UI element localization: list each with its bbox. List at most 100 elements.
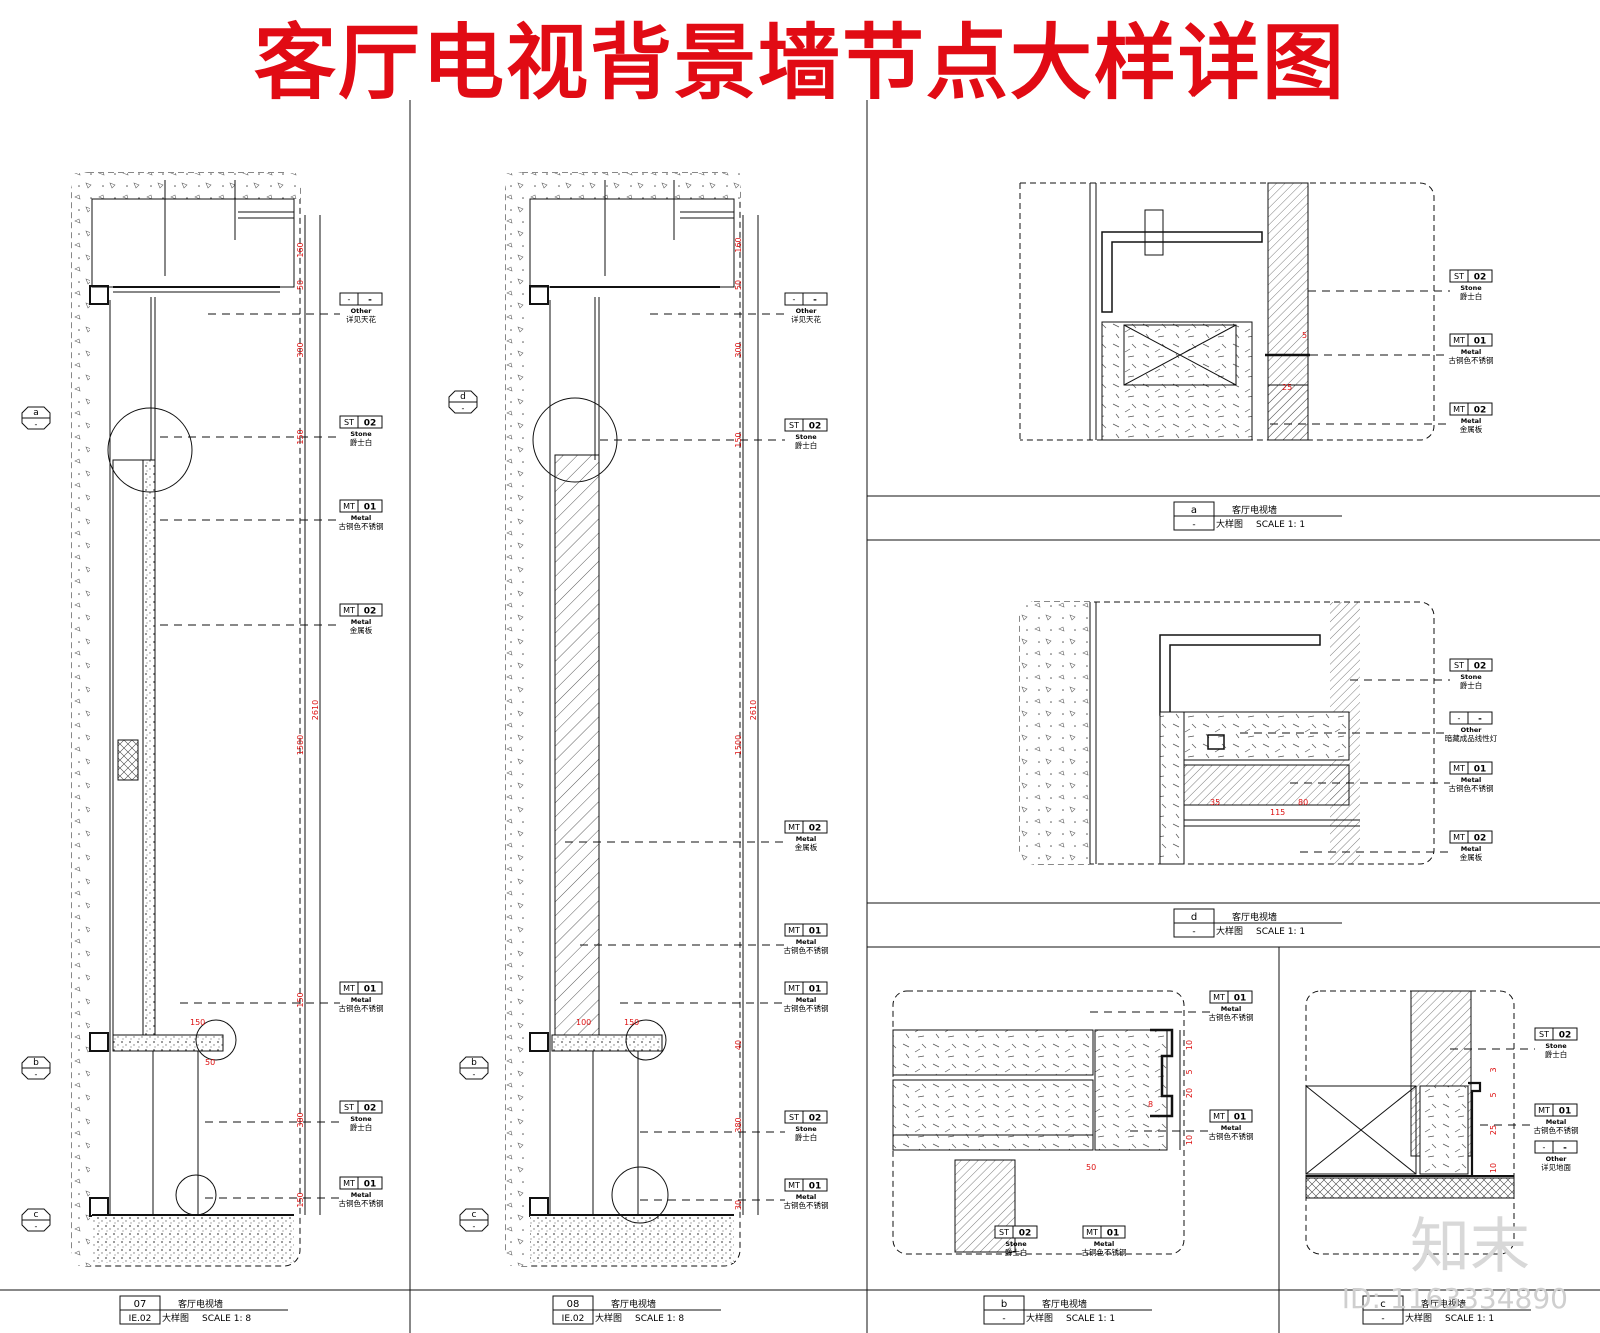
tag-code: MT xyxy=(1453,764,1465,773)
tag-name: 古铜色不锈钢 xyxy=(1082,1247,1127,1257)
dim-sec08-h100: 100 xyxy=(576,1018,591,1027)
tag-type: Metal xyxy=(1461,776,1482,784)
dim-sec07-4: 1500 xyxy=(296,735,305,755)
tag-name: 详见天花 xyxy=(346,314,376,324)
dim-sec07-total: 2610 xyxy=(311,700,320,720)
tag-name: 古铜色不锈钢 xyxy=(1449,355,1494,365)
tag-number: 02 xyxy=(364,419,377,429)
tag-type: Metal xyxy=(1461,348,1482,356)
tag-name: 爵士白 xyxy=(1460,291,1483,301)
tag-name: 古铜色不锈钢 xyxy=(1449,783,1494,793)
tag-code: MT xyxy=(343,1179,355,1188)
tag-code: MT xyxy=(1086,1228,1098,1237)
tag-number: 01 xyxy=(1107,1229,1120,1239)
tag-name: 古铜色不锈钢 xyxy=(339,521,384,531)
svg-text:-: - xyxy=(35,420,38,429)
svg-text:c: c xyxy=(34,1210,39,1220)
tag-type: Metal xyxy=(351,996,372,1004)
dim-det-d-1: 115 xyxy=(1270,808,1285,817)
section-callouts: a-b-c-d-b-c- xyxy=(21,390,489,1232)
detail-b xyxy=(892,990,1210,1255)
detail-id: b xyxy=(1001,1299,1007,1310)
dim-sec07-6: 380 xyxy=(296,1112,305,1127)
tag-code: MT xyxy=(343,502,355,511)
tag-number: 02 xyxy=(809,824,822,834)
tag-name: 古铜色不锈钢 xyxy=(784,945,829,955)
tag-code: ST xyxy=(999,1228,1009,1237)
tag-code: MT xyxy=(343,606,355,615)
tag-type: Stone xyxy=(350,1115,372,1123)
tag-number: - xyxy=(1478,715,1482,725)
tag-number: 01 xyxy=(809,927,822,937)
detail-scale: SCALE 1: 8 xyxy=(635,1314,684,1324)
detail-kind: 大样图 xyxy=(1216,925,1243,937)
dim-det-a-5: 5 xyxy=(1302,331,1307,340)
tag-code: ST xyxy=(344,418,354,427)
tag-number: 02 xyxy=(1019,1229,1032,1239)
tag-name: 金属板 xyxy=(1460,424,1483,434)
tag-type: Other xyxy=(1546,1155,1568,1163)
tag-code: MT xyxy=(788,1181,800,1190)
detail-name: 客厅电视墙 xyxy=(178,1298,223,1310)
tag-type: Stone xyxy=(795,1125,817,1133)
dim-detc-1: 5 xyxy=(1489,1092,1498,1097)
dim-detb-2: 20 xyxy=(1185,1088,1194,1098)
tag-type: Stone xyxy=(1460,673,1482,681)
tag-number: 01 xyxy=(364,1180,377,1190)
tag-name: 金属板 xyxy=(795,842,818,852)
detail-d xyxy=(1019,601,1450,865)
svg-text:-: - xyxy=(35,1070,38,1079)
dim-det-d-0: 35 xyxy=(1210,798,1220,807)
dim-sec08-h150: 150 xyxy=(624,1018,639,1027)
detail-scale: SCALE 1: 1 xyxy=(1256,520,1305,530)
tag-code: MT xyxy=(1453,405,1465,414)
dim-sec08-1: 50 xyxy=(734,280,743,290)
svg-text:-: - xyxy=(473,1222,476,1231)
tag-code: - xyxy=(1458,714,1461,723)
dim-det-b-8: 8 xyxy=(1148,1100,1153,1109)
detail-c xyxy=(1305,990,1535,1255)
dim-sec08-0: 160 xyxy=(734,237,743,252)
tag-name: 详见地面 xyxy=(1541,1162,1571,1172)
tag-code: ST xyxy=(789,1113,799,1122)
detail-name: 客厅电视墙 xyxy=(611,1298,656,1310)
tag-code: MT xyxy=(788,823,800,832)
tag-number: 02 xyxy=(1474,406,1487,416)
tag-name: 爵士白 xyxy=(1545,1049,1568,1059)
callout-b: b- xyxy=(21,1056,51,1080)
dim-det-d-2: 80 xyxy=(1298,798,1308,807)
svg-text:d: d xyxy=(460,392,466,402)
tag-code: MT xyxy=(343,984,355,993)
callout-d: d- xyxy=(448,390,478,414)
dimension-texts: 1605030015015001503801502610150501605030… xyxy=(190,237,1498,1210)
tag-code: MT xyxy=(1453,336,1465,345)
tag-number: - xyxy=(1563,1144,1567,1154)
tag-type: Other xyxy=(1461,726,1483,734)
dim-sec07-3: 150 xyxy=(296,429,305,444)
dim-det-a-25: 25 xyxy=(1282,383,1292,392)
detail-id: 08 xyxy=(567,1299,580,1310)
drawing-title: 客厅电视背景墙节点大样详图 xyxy=(253,16,1346,111)
tag-type: Other xyxy=(351,307,373,315)
tag-number: 02 xyxy=(809,422,822,432)
tag-number: 02 xyxy=(364,607,377,617)
dim-sec07-5: 150 xyxy=(296,992,305,1007)
dim-sec08-6: 380 xyxy=(734,1117,743,1132)
detail-id: c xyxy=(1380,1299,1386,1310)
detail-name: 客厅电视墙 xyxy=(1042,1298,1087,1310)
tag-type: Metal xyxy=(351,514,372,522)
